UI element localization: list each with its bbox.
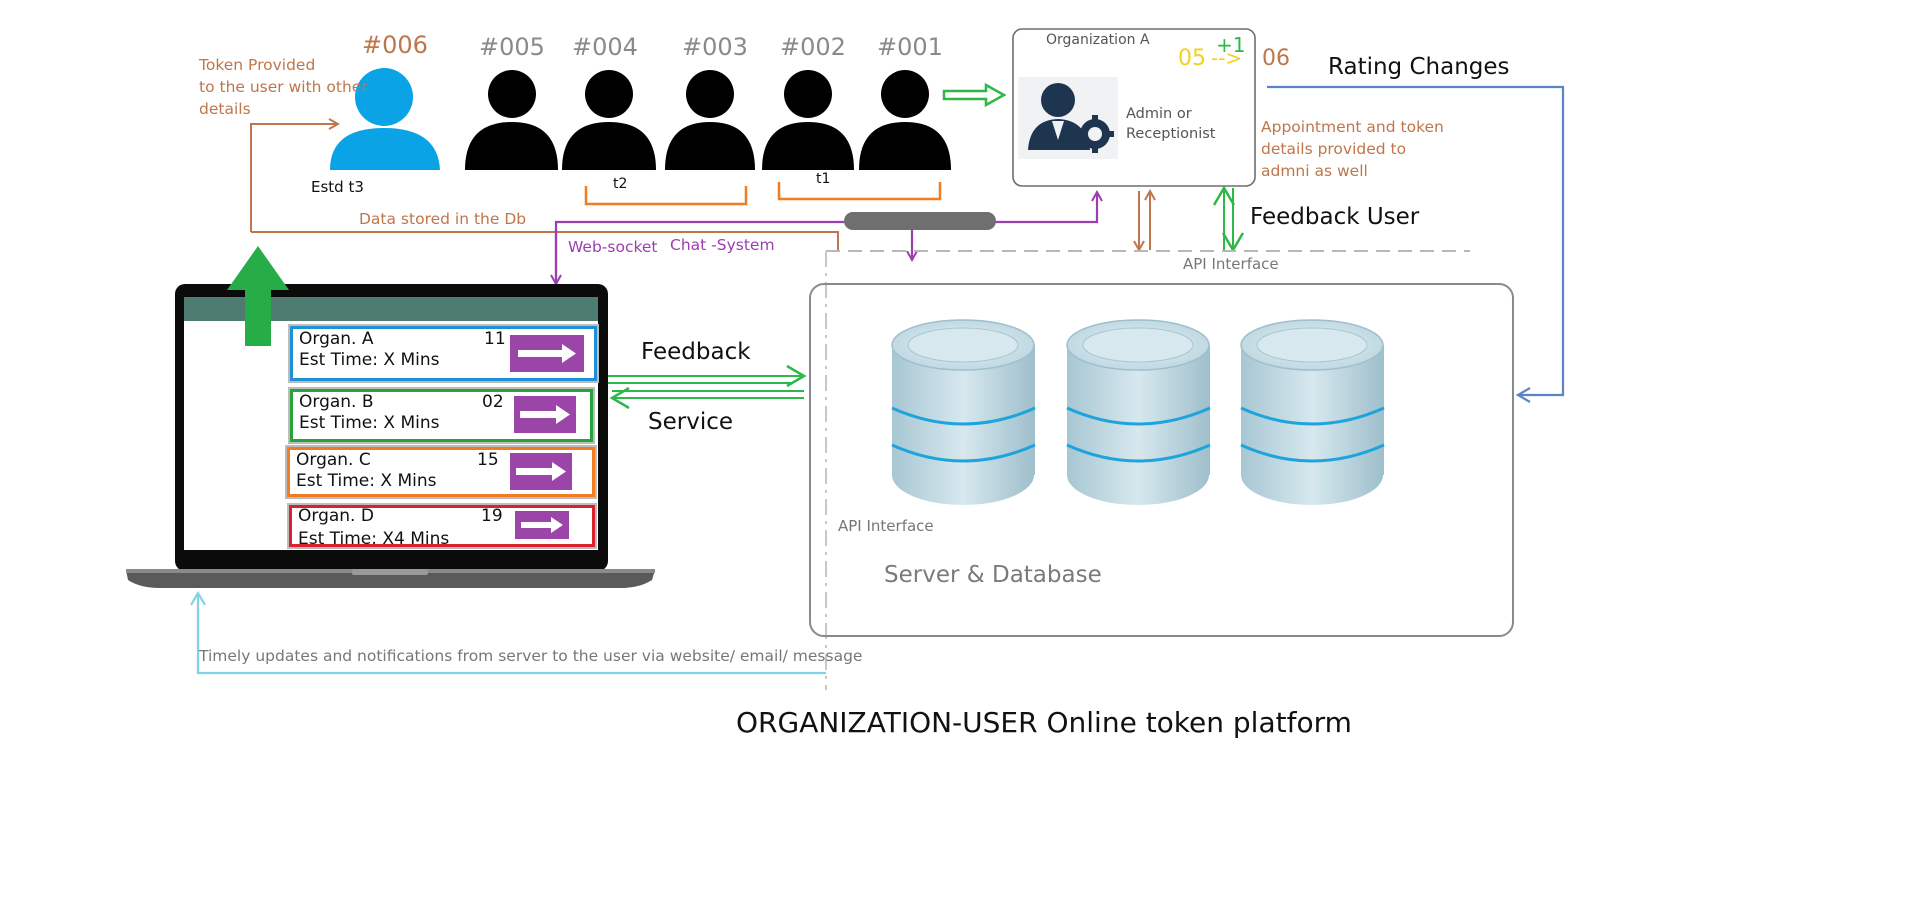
org-name: Organ. C	[296, 450, 371, 470]
appointment-note: Appointment and token details provided t…	[1261, 116, 1444, 182]
go-arrow-button[interactable]	[510, 453, 572, 490]
org-count: 02	[482, 392, 504, 412]
appointment-note-line-3: admni as well	[1261, 162, 1368, 180]
data-stored-line	[251, 231, 839, 250]
token-005: #005	[479, 33, 545, 61]
token-provided-arrow	[250, 124, 338, 232]
org-est-time: Est Time: X Mins	[296, 471, 437, 491]
t2-bracket	[584, 186, 748, 206]
token-note-line-3: details	[199, 100, 251, 118]
queue-to-org-arrow	[942, 82, 1007, 108]
data-stored-label: Data stored in the Db	[359, 210, 527, 228]
rating-changes-arrow	[1267, 85, 1565, 403]
org-name: Organ. B	[299, 392, 374, 412]
token-006: #006	[362, 31, 428, 59]
user-005-icon	[465, 70, 558, 170]
org-est-time: Est Time: X Mins	[299, 413, 440, 433]
arrow-right-icon	[518, 344, 576, 363]
user-003-icon	[665, 70, 755, 170]
org-est-time: Est Time: X Mins	[299, 350, 440, 370]
user-001-icon	[859, 70, 951, 170]
token-note-line-2: to the user with other	[199, 78, 368, 96]
rating-from: 05	[1178, 46, 1206, 71]
org-name: Organ. A	[299, 329, 374, 349]
token-003: #003	[682, 33, 748, 61]
diagram-title: ORGANIZATION-USER Online token platform	[736, 706, 1352, 739]
feedback-label: Feedback	[641, 339, 751, 365]
go-arrow-button[interactable]	[515, 511, 569, 539]
org-count: 19	[481, 506, 503, 526]
server-box	[809, 283, 1514, 637]
admin-icon	[1018, 77, 1118, 159]
token-002: #002	[780, 33, 846, 61]
web-socket-channel	[844, 212, 996, 230]
token-note: Token Provided to the user with other de…	[199, 54, 368, 120]
api-interface-top-label: API Interface	[1183, 255, 1279, 273]
rating-delta: +1	[1216, 33, 1246, 57]
org-est-time: Est Time: X4 Mins	[298, 529, 450, 549]
token-004: #004	[572, 33, 638, 61]
organization-title: Organization A	[1046, 32, 1150, 48]
queue	[330, 68, 951, 206]
t1-bracket	[777, 182, 942, 201]
feedback-user-label: Feedback User	[1250, 204, 1420, 230]
org-card-c[interactable]: Organ. C 15 Est Time: X Mins	[287, 447, 595, 497]
appointment-note-line-1: Appointment and token	[1261, 118, 1444, 136]
go-arrow-button[interactable]	[514, 396, 576, 433]
updates-arrow	[190, 590, 826, 675]
user-006-icon	[330, 68, 440, 170]
server-db-label: Server & Database	[884, 562, 1102, 588]
go-arrow-button[interactable]	[510, 335, 584, 372]
user-004-icon	[562, 70, 656, 170]
rating-to: 06	[1262, 46, 1290, 71]
token-note-line-1: Token Provided	[199, 56, 316, 74]
service-label: Service	[648, 409, 734, 435]
rating-arrow: -->	[1211, 46, 1243, 70]
arrow-right-icon	[520, 405, 570, 424]
user-002-icon	[762, 70, 854, 170]
t2-label: t2	[613, 176, 628, 192]
appointment-note-line-2: details provided to	[1261, 140, 1407, 158]
new-user-label: Estd t3	[311, 178, 364, 196]
database-icon-1	[891, 319, 1036, 505]
org-card-d[interactable]: Organ. D 19 Est Time: X4 Mins	[289, 505, 595, 549]
api-interface-left-label: API Interface	[838, 517, 934, 535]
org-card-b[interactable]: Organ. B 02 Est Time: X Mins	[290, 389, 593, 442]
arrow-right-icon	[521, 517, 563, 533]
chat-system-label: Chat -System	[670, 236, 775, 254]
admin-role-label: Admin or Receptionist	[1126, 104, 1216, 144]
org-name: Organ. D	[298, 506, 374, 526]
rating-changes-label: Rating Changes	[1328, 54, 1510, 80]
org-count: 11	[484, 329, 506, 349]
t1-label: t1	[816, 171, 831, 187]
arrow-right-icon	[516, 462, 566, 481]
org-card-a[interactable]: Organ. A 11 Est Time: X Mins	[290, 326, 597, 381]
updates-label: Timely updates and notifications from se…	[199, 647, 863, 665]
web-socket-label: Web-socket	[568, 238, 658, 256]
upload-arrow-icon	[227, 246, 289, 346]
database-icon-2	[1066, 319, 1211, 505]
org-count: 15	[477, 450, 499, 470]
admin-role-line-1: Admin or	[1126, 106, 1192, 122]
admin-role-line-2: Receptionist	[1126, 126, 1216, 142]
token-001: #001	[877, 33, 943, 61]
database-icon-3	[1240, 319, 1385, 505]
